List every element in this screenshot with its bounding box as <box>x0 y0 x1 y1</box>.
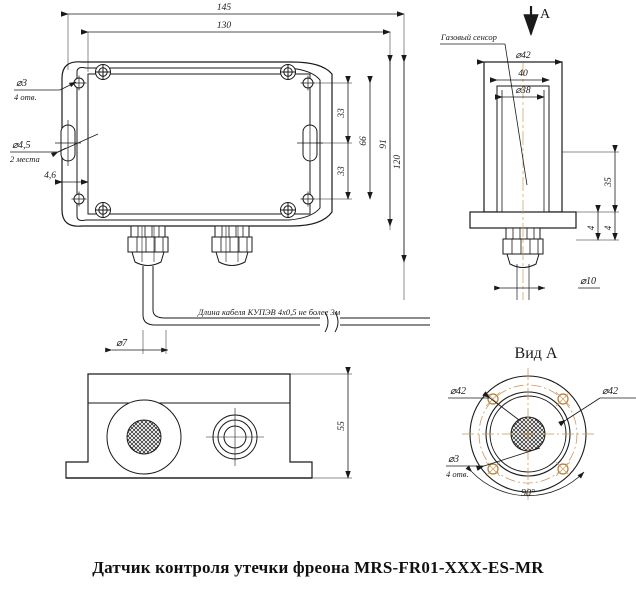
side-view: A Газовый сенсор ⌀42 40 ⌀38 <box>440 6 619 300</box>
view-a-callout-hole-3-symbol: ⌀3 <box>448 454 459 465</box>
view-a-dim-42-left-label: ⌀42 <box>450 386 466 397</box>
slot-hole-left <box>55 120 81 166</box>
cable <box>142 266 430 333</box>
front-view: Длина кабеля КУПЭВ 4х0,5 не более 3м 145… <box>10 3 430 354</box>
dim-4-b-label: 4 <box>603 225 613 230</box>
dim-145-label: 145 <box>217 3 232 13</box>
dim-91: 91 <box>379 54 393 227</box>
bottom-sensor <box>106 399 182 475</box>
callout-hole-3-symbol: ⌀3 <box>16 78 27 89</box>
dim-55: 55 <box>290 366 352 479</box>
dim-4-6: 4,6 <box>44 160 89 186</box>
screw-top-left <box>95 64 111 80</box>
sensor-leader: Газовый сенсор <box>440 32 528 186</box>
dim-40: 40 <box>489 69 550 83</box>
dim-42-label: ⌀42 <box>515 51 530 61</box>
section-arrow-a-label: A <box>540 7 551 22</box>
view-a-title: Вид А <box>515 345 558 362</box>
cable-note: Длина кабеля КУПЭВ 4х0,5 не более 3м <box>197 307 341 317</box>
screw-bottom-right <box>280 202 296 218</box>
dim-66: 66 <box>359 75 373 200</box>
cable-gland-right <box>211 225 253 266</box>
dim-66-label: 66 <box>359 136 369 146</box>
callout-hole-3-note: 4 отв. <box>14 92 37 102</box>
view-a: Вид А ⌀42 ⌀42 <box>446 345 636 500</box>
section-arrow-a: A <box>523 6 551 37</box>
view-a-dim-90-label: 90° <box>521 488 535 499</box>
callout-hole-3: ⌀3 4 отв. <box>14 78 77 102</box>
dim-35: 35 <box>562 144 619 213</box>
bottom-view: 55 <box>65 366 352 479</box>
view-a-dim-42-right: ⌀42 <box>558 386 636 427</box>
dim-35-label: 35 <box>604 177 614 188</box>
dim-4-a-label: 4 <box>586 225 596 230</box>
view-a-dim-42-right-label: ⌀42 <box>602 386 618 397</box>
dim-33-bottom: 33 <box>316 135 352 200</box>
callout-slot-45-note: 2 места <box>10 154 40 164</box>
cable-gland-left <box>127 225 169 266</box>
view-a-dim-42-left: ⌀42 <box>448 386 520 421</box>
dim-40-label: 40 <box>518 69 528 79</box>
dim-33-top-label: 33 <box>337 108 347 119</box>
dim-130-label: 130 <box>217 21 232 31</box>
callout-cable-7-symbol: ⌀7 <box>116 338 128 349</box>
bottom-port <box>206 408 264 466</box>
dim-120-label: 120 <box>393 155 403 170</box>
dim-42: ⌀42 <box>476 51 563 65</box>
dim-91-label: 91 <box>379 139 389 149</box>
view-a-dim-90: 90° <box>465 465 585 499</box>
dim-33-bottom-label: 33 <box>337 166 347 177</box>
callout-cable-7: ⌀7 <box>105 330 169 354</box>
dim-120: 120 <box>393 54 407 263</box>
dim-4-6-label: 4,6 <box>44 171 56 181</box>
screw-top-right <box>280 64 296 80</box>
callout-slot-45: ⌀4,5 2 места <box>10 133 99 164</box>
dim-55-label: 55 <box>337 421 347 431</box>
sensor-label: Газовый сенсор <box>440 32 497 42</box>
dim-38-label: ⌀38 <box>515 86 530 96</box>
dim-4-b: 4 <box>576 204 619 241</box>
dim-4-a: 4 <box>586 204 601 241</box>
callout-slot-45-symbol: ⌀4,5 <box>12 140 31 151</box>
screw-bottom-left <box>95 202 111 218</box>
dim-10-label: ⌀10 <box>580 276 596 287</box>
dim-10: ⌀10 <box>494 276 600 291</box>
view-a-callout-hole-3-note: 4 отв. <box>446 469 469 479</box>
dim-38: ⌀38 <box>494 86 545 100</box>
figure-caption: Датчик контроля утечки фреона MRS-FR01-X… <box>92 558 544 577</box>
